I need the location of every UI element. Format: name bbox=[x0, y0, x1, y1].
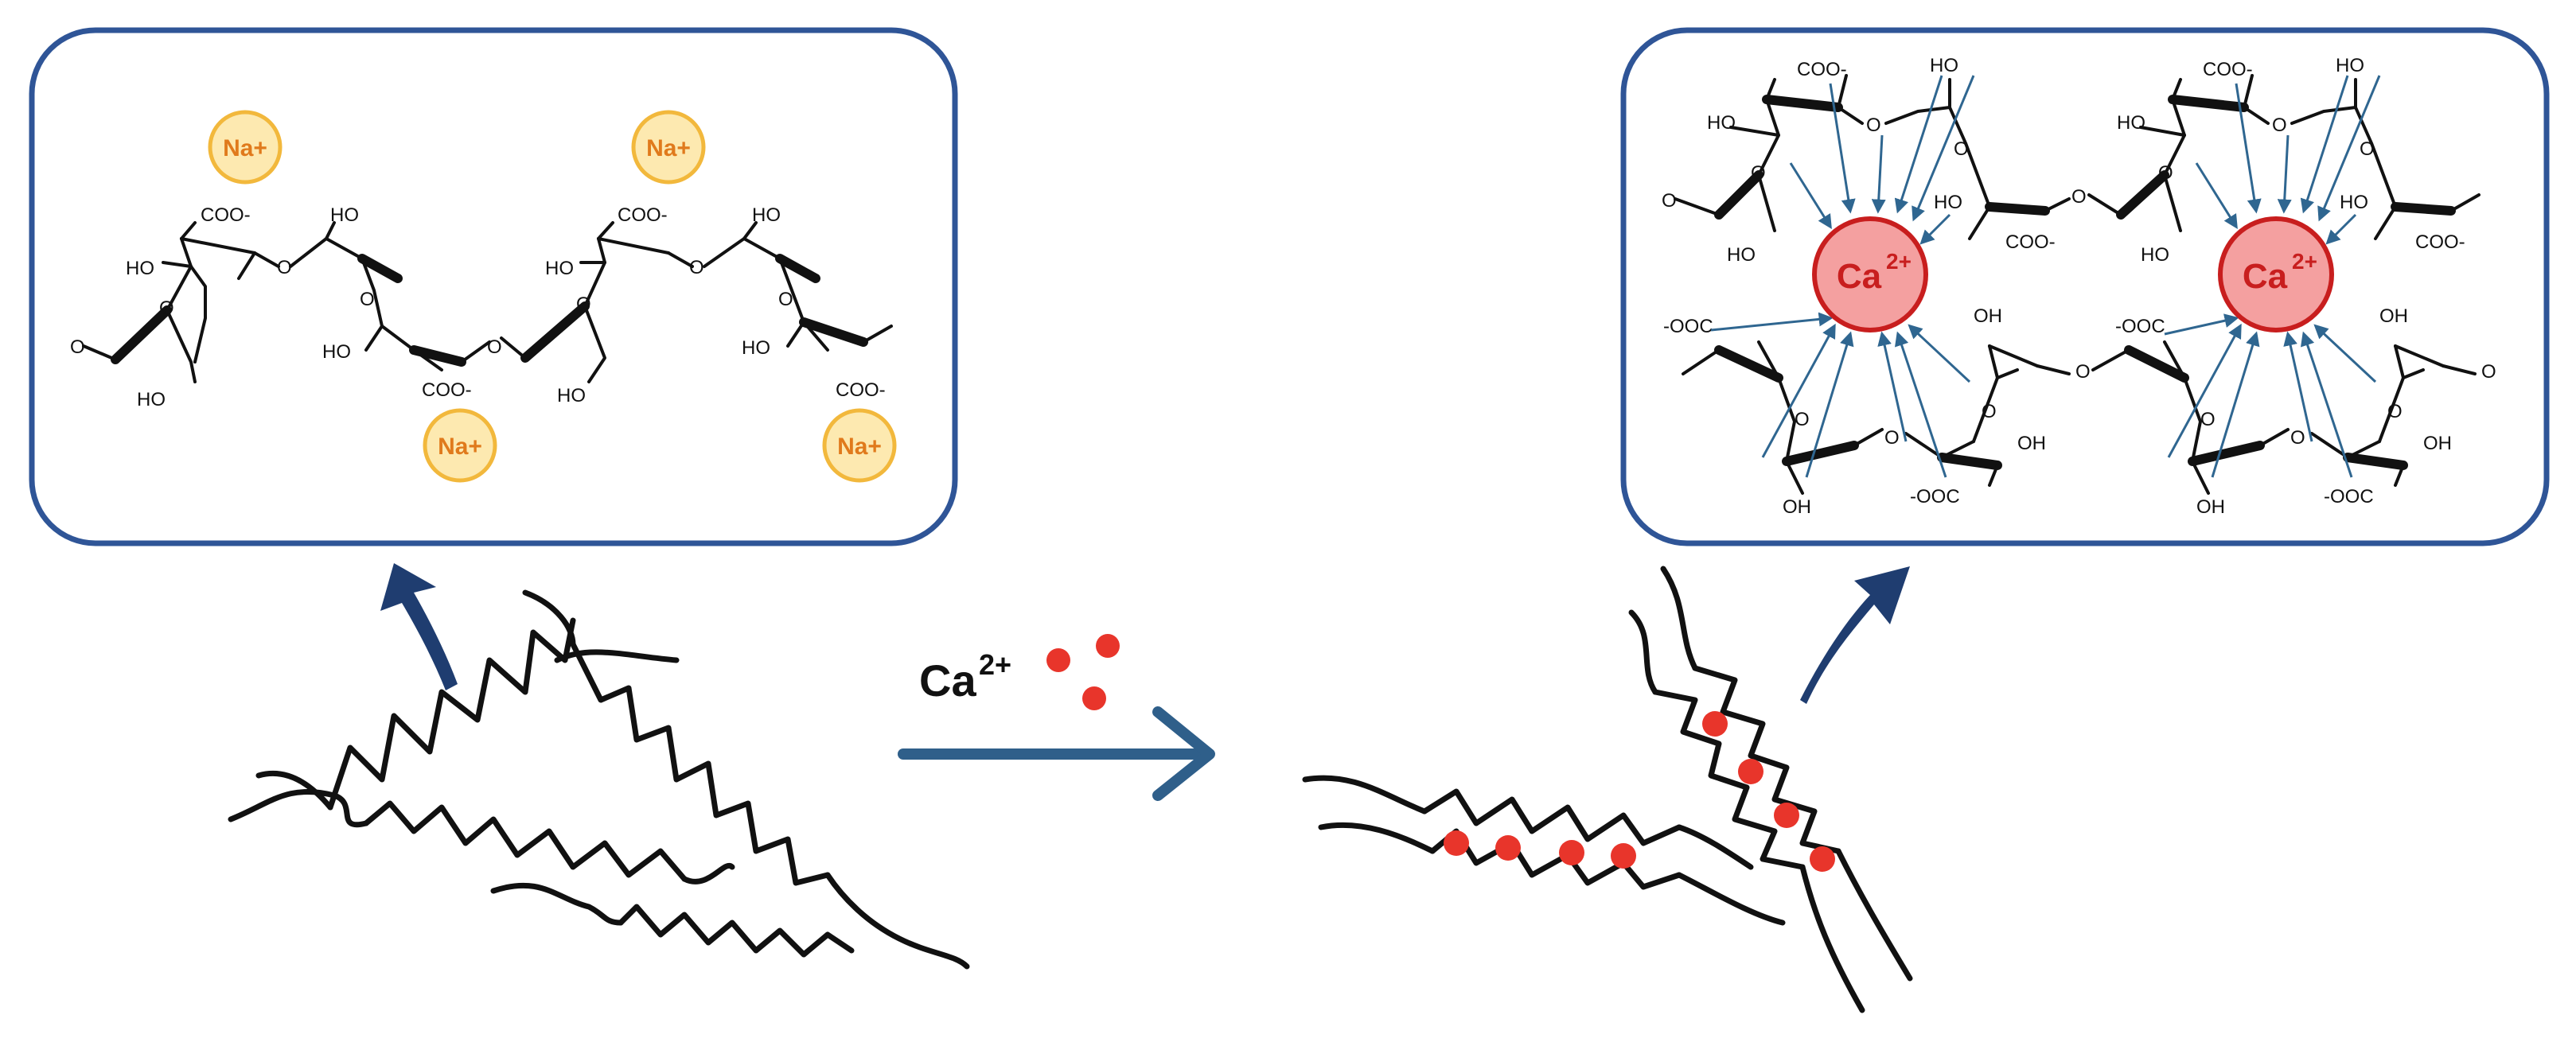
ring-oxygen-label: O bbox=[70, 336, 85, 358]
sodium-ion: Na+ bbox=[208, 110, 283, 185]
ring-oxygen-label: O bbox=[2075, 361, 2091, 383]
hydroxyl-label: HO bbox=[2141, 244, 2169, 266]
svg-text:Ca: Ca bbox=[919, 655, 976, 706]
hydroxyl-label: HO bbox=[752, 204, 781, 226]
ring-oxygen-label: O bbox=[2360, 138, 2375, 160]
calcium-ion: Ca 2+ bbox=[1812, 216, 1928, 332]
calcium-ion: Ca 2+ bbox=[2218, 216, 2334, 332]
ring-oxygen-label: O bbox=[360, 289, 375, 310]
svg-text:Ca: Ca bbox=[1837, 257, 1882, 296]
calcium-ion-dot bbox=[1096, 634, 1120, 658]
svg-text:2+: 2+ bbox=[1886, 249, 1912, 274]
ring-oxygen-label: O bbox=[1954, 138, 1969, 160]
sodium-alginate-structure: O O O O O O O O COO- COO- COO- COO- HO H… bbox=[70, 204, 893, 410]
ring-oxygen-label: O bbox=[1982, 401, 1997, 422]
carboxylate-label: COO- bbox=[618, 204, 668, 226]
carboxylate-label: COO- bbox=[2005, 231, 2056, 253]
calcium-crosslink-dot bbox=[1702, 711, 1728, 737]
hydroxyl-label: OH bbox=[2017, 433, 2046, 454]
crosslinked-alginate-egg-box bbox=[1302, 566, 1913, 1013]
hydroxyl-label: HO bbox=[126, 258, 154, 279]
carboxylate-label: -OOC bbox=[2324, 486, 2374, 507]
carboxylate-label: COO- bbox=[1797, 59, 1847, 80]
carboxylate-label: COO- bbox=[201, 204, 251, 226]
hydroxyl-label: HO bbox=[2117, 112, 2145, 134]
hydroxyl-label: OH bbox=[1783, 496, 1811, 518]
ring-oxygen-label: O bbox=[576, 294, 591, 315]
ring-oxygen-label: O bbox=[689, 257, 704, 278]
carboxylate-label: -OOC bbox=[1910, 486, 1960, 507]
uncrosslinked-alginate-chains bbox=[228, 589, 970, 970]
ring-oxygen-label: O bbox=[2481, 361, 2496, 383]
ring-oxygen-label: O bbox=[1751, 162, 1766, 184]
calcium-ion-dot bbox=[1046, 648, 1070, 672]
calcium-crosslink-dot bbox=[1810, 846, 1835, 872]
hydroxyl-label: HO bbox=[545, 258, 574, 279]
hydroxyl-label: HO bbox=[2336, 55, 2364, 76]
svg-text:Na+: Na+ bbox=[646, 135, 691, 161]
carboxylate-label: -OOC bbox=[2115, 316, 2165, 337]
ring-oxygen-label: O bbox=[1884, 427, 1900, 449]
ring-oxygen-label: O bbox=[2272, 115, 2287, 136]
hydroxyl-label: OH bbox=[2423, 433, 2452, 454]
hydroxyl-label: OH bbox=[2379, 305, 2408, 327]
hydroxyl-label: HO bbox=[137, 389, 166, 410]
sodium-ion: Na+ bbox=[423, 408, 497, 483]
ring-oxygen-label: O bbox=[1866, 115, 1881, 136]
ring-oxygen-label: O bbox=[277, 257, 292, 278]
ring-oxygen-label: O bbox=[2071, 186, 2087, 208]
calcium-reagent-label: Ca 2+ bbox=[919, 648, 1011, 706]
sodium-ion: Na+ bbox=[631, 110, 706, 185]
hydroxyl-label: HO bbox=[1727, 244, 1756, 266]
carboxylate-label: -OOC bbox=[1663, 316, 1713, 337]
hydroxyl-label: HO bbox=[330, 204, 359, 226]
carboxylate-label: COO- bbox=[422, 379, 472, 401]
ring-oxygen-label: O bbox=[2290, 427, 2305, 449]
hydroxyl-label: OH bbox=[2196, 496, 2225, 518]
carboxylate-label: COO- bbox=[2415, 231, 2465, 253]
carboxylate-label: COO- bbox=[836, 379, 886, 401]
zoom-arrow-right bbox=[1800, 566, 1910, 704]
left-structure-panel bbox=[29, 27, 958, 546]
ring-oxygen-label: O bbox=[2200, 409, 2216, 430]
calcium-crosslink-dot bbox=[1559, 840, 1584, 865]
hydroxyl-label: HO bbox=[557, 385, 586, 406]
calcium-crosslink-dot bbox=[1444, 830, 1469, 856]
hydroxyl-label: HO bbox=[322, 341, 351, 363]
svg-text:Na+: Na+ bbox=[223, 135, 267, 161]
right-structure-panel bbox=[1620, 27, 2550, 546]
ring-oxygen-label: O bbox=[1795, 409, 1810, 430]
calcium-crosslink-dot bbox=[1738, 759, 1763, 784]
hydroxyl-label: HO bbox=[742, 337, 770, 359]
calcium-crosslink-dot bbox=[1774, 803, 1799, 828]
calcium-alginate-egg-box-structure: COO- COO- COO- COO- HO HO HO HO HO HO HO… bbox=[1662, 55, 2496, 518]
calcium-crosslink-dot bbox=[1495, 835, 1521, 861]
ring-oxygen-label: O bbox=[1662, 190, 1677, 212]
zoom-arrow-left bbox=[380, 563, 458, 690]
hydroxyl-label: OH bbox=[1974, 305, 2002, 327]
hydroxyl-label: HO bbox=[2340, 192, 2368, 213]
ring-oxygen-label: O bbox=[2387, 401, 2403, 422]
svg-text:Ca: Ca bbox=[2243, 257, 2288, 296]
svg-text:2+: 2+ bbox=[979, 648, 1011, 681]
calcium-crosslink-dot bbox=[1611, 843, 1636, 869]
svg-text:2+: 2+ bbox=[2292, 249, 2317, 274]
ring-oxygen-label: O bbox=[159, 297, 174, 319]
hydroxyl-label: HO bbox=[1930, 55, 1958, 76]
ring-oxygen-label: O bbox=[2158, 162, 2173, 184]
calcium-ion-dot bbox=[1082, 686, 1106, 710]
sodium-ion: Na+ bbox=[822, 408, 897, 483]
hydroxyl-label: HO bbox=[1707, 112, 1736, 134]
svg-text:Na+: Na+ bbox=[837, 434, 882, 460]
reaction-arrow bbox=[898, 706, 1215, 801]
carboxylate-label: COO- bbox=[2203, 59, 2253, 80]
ring-oxygen-label: O bbox=[487, 336, 502, 358]
hydroxyl-label: HO bbox=[1934, 192, 1962, 213]
coordination-bonds bbox=[1710, 75, 2381, 478]
ring-oxygen-label: O bbox=[778, 289, 793, 310]
svg-text:Na+: Na+ bbox=[438, 434, 482, 460]
